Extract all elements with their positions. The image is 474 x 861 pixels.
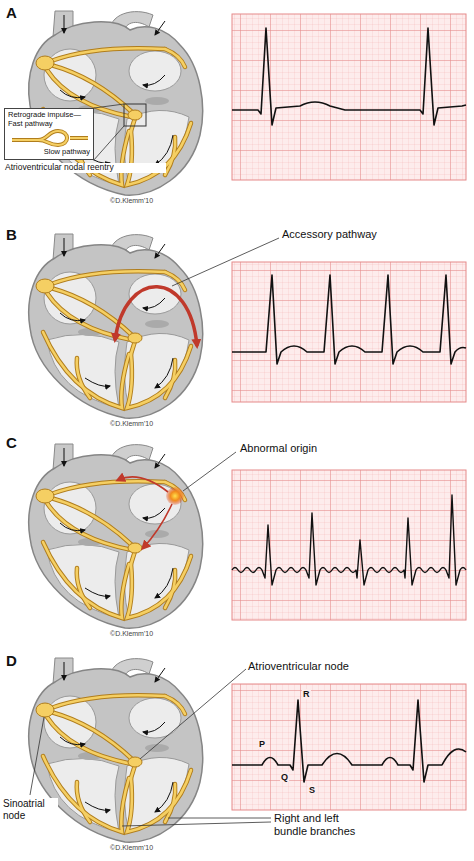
accessory-pathway-arrow	[115, 287, 197, 346]
zoom-line	[94, 126, 124, 160]
inset-caption: Atrioventricular nodal reentry	[4, 163, 166, 173]
ecg-strip	[232, 684, 466, 810]
copyright-note: ©D.Klemm'10	[110, 420, 153, 428]
zoom-line	[94, 104, 124, 108]
ectopic-arrows	[118, 477, 172, 548]
callout-label: Atrioventricular node	[248, 660, 349, 673]
ecg-strip	[232, 470, 466, 620]
inset-text: Retrograde impulse— Fast pathway	[8, 111, 90, 128]
heart-drawing	[29, 234, 203, 418]
wave-label: Q	[280, 772, 289, 782]
callout-label: Abnormal origin	[240, 442, 317, 455]
callout-label: Accessory pathway	[282, 228, 377, 241]
ectopic-focus	[166, 487, 184, 505]
zoom-box	[124, 104, 146, 126]
panel-letter: A	[6, 4, 17, 21]
panel-letter: C	[6, 434, 17, 451]
inset-text: Slow pathway	[8, 148, 90, 157]
inset-box: Retrograde impulse— Fast pathway Slow pa…	[4, 108, 94, 160]
leader-line	[183, 452, 236, 491]
wave-label: R	[302, 689, 311, 699]
callout-label: Right and left bundle branches	[274, 812, 370, 837]
panel-letter: D	[6, 652, 17, 669]
wave-label: P	[258, 739, 266, 749]
copyright-note: ©D.Klemm'10	[110, 844, 153, 852]
copyright-note: ©D.Klemm'10	[110, 630, 153, 638]
heart-drawing	[29, 444, 203, 628]
copyright-note: ©D.Klemm'10	[110, 197, 153, 205]
ecg-strip	[232, 14, 466, 180]
ecg-strip	[232, 262, 466, 402]
wave-label: S	[308, 785, 316, 795]
panel-letter: B	[6, 226, 17, 243]
reentry-loop	[8, 128, 90, 148]
callout-label: Sinoatrial node	[2, 798, 58, 821]
